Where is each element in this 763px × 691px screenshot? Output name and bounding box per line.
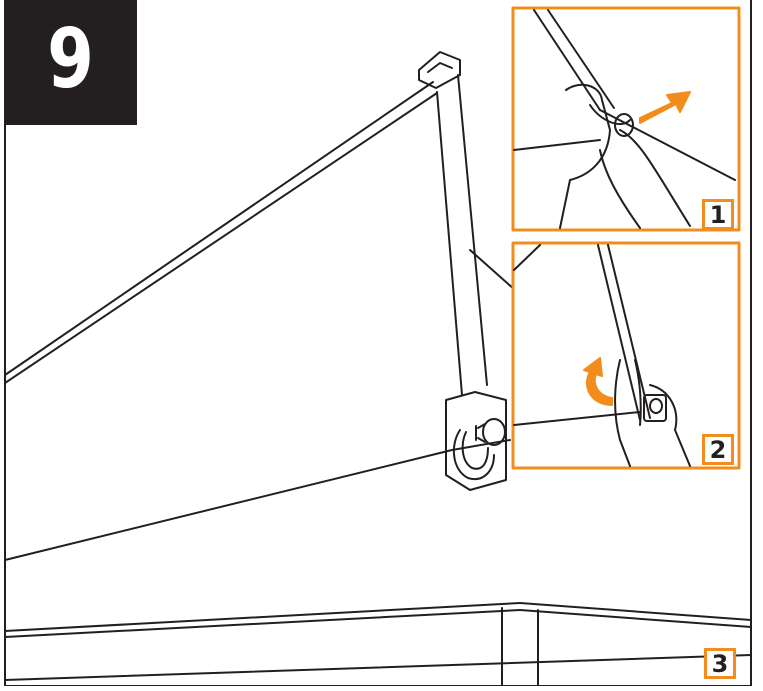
inset-panel-1 [511,6,741,232]
step-number: 9 [47,12,94,107]
frame-leg [418,51,507,491]
panel-1-label: 1 [702,199,734,230]
step-number-badge: 9 [4,0,137,125]
inset-panel-2 [511,241,741,470]
panel-3-label: 3 [704,648,736,679]
panel-2-label: 2 [702,434,734,465]
lower-truss [4,602,752,687]
canopy-fabric [4,81,516,561]
